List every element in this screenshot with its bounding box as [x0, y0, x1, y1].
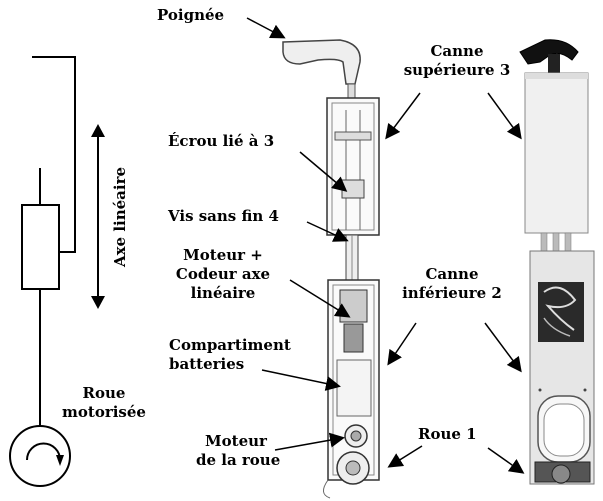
handle-shape — [282, 39, 361, 85]
nut-arrow — [299, 151, 348, 192]
wheel-motor-label: Moteur de la roue — [196, 432, 281, 469]
screw-arrow — [306, 221, 349, 242]
wheel-motor-arrow — [274, 432, 345, 451]
lower-cane-arrow-right — [484, 322, 522, 373]
nut-label: Écrou lié à 3 — [168, 132, 275, 150]
rotation-arrow-icon — [26, 442, 61, 461]
motor-label: Moteur + Codeur axe linéaire — [175, 246, 271, 302]
wheel-label-photo: Roue 1 — [418, 425, 477, 443]
lower-cane-label: Canne inférieure 2 — [402, 265, 502, 302]
arrow-down-icon — [91, 296, 105, 309]
photo-upper-cane — [524, 72, 589, 234]
screw-label: Vis sans fin 4 — [168, 207, 279, 225]
wheel-label: Roue motorisée — [62, 384, 146, 421]
arrow-up-icon — [91, 124, 105, 137]
upper-cane-label: Canne supérieure 3 — [403, 42, 511, 79]
upper-cane-line — [32, 56, 76, 253]
motor-arrow — [289, 279, 351, 318]
wheel-arrow-right — [487, 447, 525, 474]
battery-compartment — [336, 359, 372, 417]
upper-cane-arrow-right — [487, 92, 522, 140]
battery-arrow — [261, 369, 341, 391]
handle-label: Poignée — [157, 6, 225, 24]
battery-label: Compartiment batteries — [169, 336, 291, 373]
lower-cane-arrow-left — [387, 322, 417, 366]
photo-wheel — [551, 464, 571, 484]
wheel-arrow-left — [387, 445, 423, 468]
wheel-circle — [9, 425, 71, 487]
handle-arrow — [246, 17, 286, 39]
upper-cane-arrow-left — [385, 92, 421, 140]
lower-cane-body — [21, 204, 60, 290]
